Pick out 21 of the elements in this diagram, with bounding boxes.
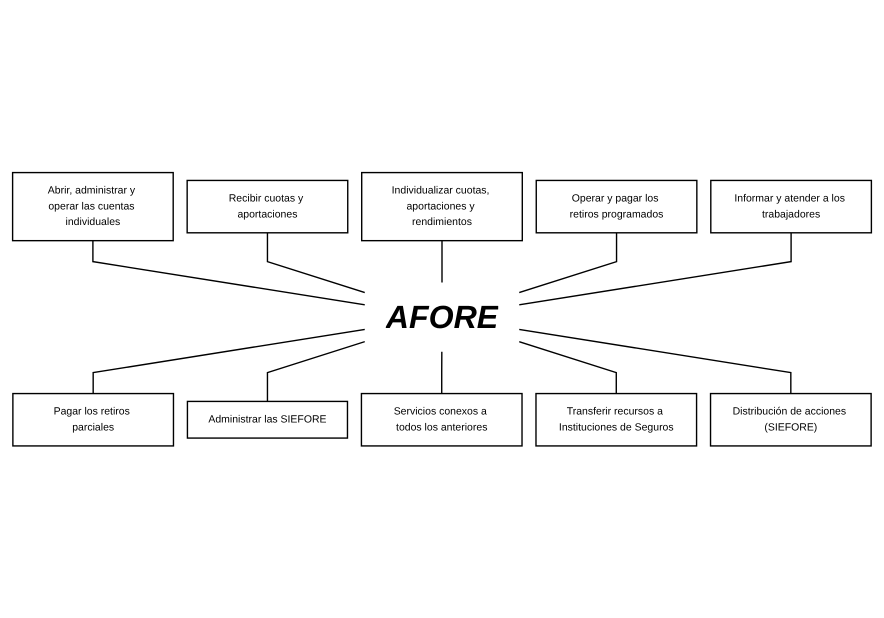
node-text: AFORE (386, 298, 498, 335)
connector (441, 240, 443, 282)
connector (441, 351, 443, 394)
node-box: Transferir recursos a Instituciones de Seguros (535, 392, 698, 446)
connector (519, 328, 792, 394)
node-box: Informar y atender a los trabajadores (710, 179, 872, 234)
connector (518, 340, 617, 394)
node-box: Distribución de acciones (SIEFORE) (710, 392, 872, 446)
connector (518, 232, 618, 293)
connector (266, 340, 366, 402)
connector (519, 232, 792, 306)
node-box: Administrar las SIEFORE (186, 400, 348, 438)
node-box: Recibir cuotas y aportaciones (186, 179, 348, 234)
node-box: Pagar los retiros parciales (12, 392, 174, 446)
connector (92, 328, 365, 394)
connector (266, 232, 366, 293)
connector (92, 240, 365, 306)
node-box: Individualizar cuotas, aportaciones y rendimientos (361, 172, 523, 242)
node-box: Abrir, administrar y operar las cuentas individuales (12, 172, 174, 242)
node-box: Servicios conexos a todos los anteriores (360, 392, 523, 446)
node-box: Operar y pagar los retiros programados (536, 179, 698, 234)
